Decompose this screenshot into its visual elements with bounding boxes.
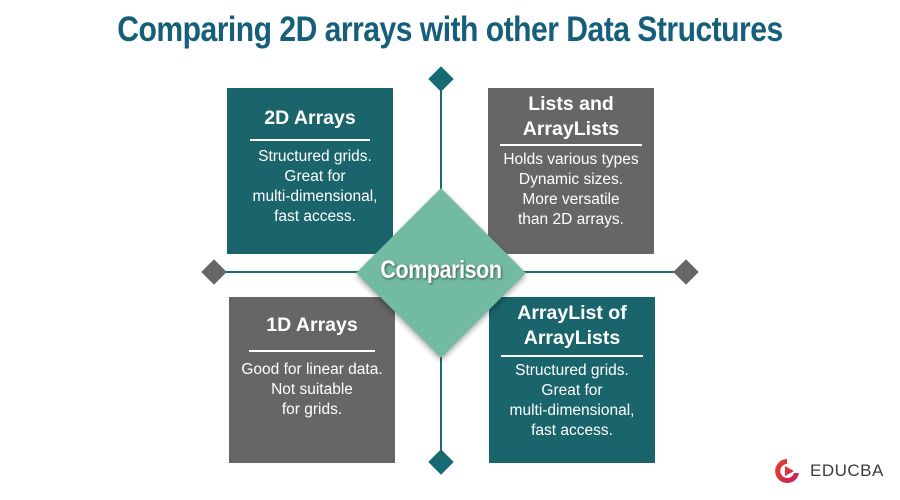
center-label: Comparison <box>380 256 502 284</box>
educba-logo-icon <box>775 459 799 483</box>
right-end-diamond-icon <box>673 259 699 285</box>
card-2d-arrays: 2D Arrays Structured grids. Great for mu… <box>227 88 393 254</box>
card-body: Structured grids. Great for multi-dimens… <box>509 362 635 439</box>
card-lists-and-arraylists: Lists and ArrayLists Holds various types… <box>488 88 654 254</box>
card-divider <box>500 144 642 146</box>
brand-name: EDUCBA <box>810 461 884 480</box>
card-title: 2D Arrays <box>264 107 356 129</box>
card-body: Structured grids. Great for multi-dimens… <box>252 148 378 225</box>
card-arraylist-of-arraylists: ArrayList of ArrayLists Structured grids… <box>489 297 655 463</box>
diagram-title: Comparing 2D arrays with other Data Stru… <box>117 10 783 49</box>
card-title: 1D Arrays <box>266 314 358 336</box>
left-end-diamond-icon <box>201 259 227 285</box>
card-body: Good for linear data. Not suitable for g… <box>241 361 383 418</box>
top-end-diamond-icon <box>428 66 454 92</box>
card-divider <box>249 350 375 352</box>
card-divider <box>250 139 370 141</box>
card-1d-arrays: 1D Arrays Good for linear data. Not suit… <box>229 297 395 463</box>
card-title: ArrayList of ArrayLists <box>517 302 627 349</box>
card-title: Lists and ArrayLists <box>522 93 620 140</box>
brand-watermark: EDUCBA <box>772 456 884 486</box>
bottom-end-diamond-icon <box>428 449 454 475</box>
card-body: Holds various types Dynamic sizes. More … <box>503 151 639 228</box>
card-divider <box>501 355 643 357</box>
